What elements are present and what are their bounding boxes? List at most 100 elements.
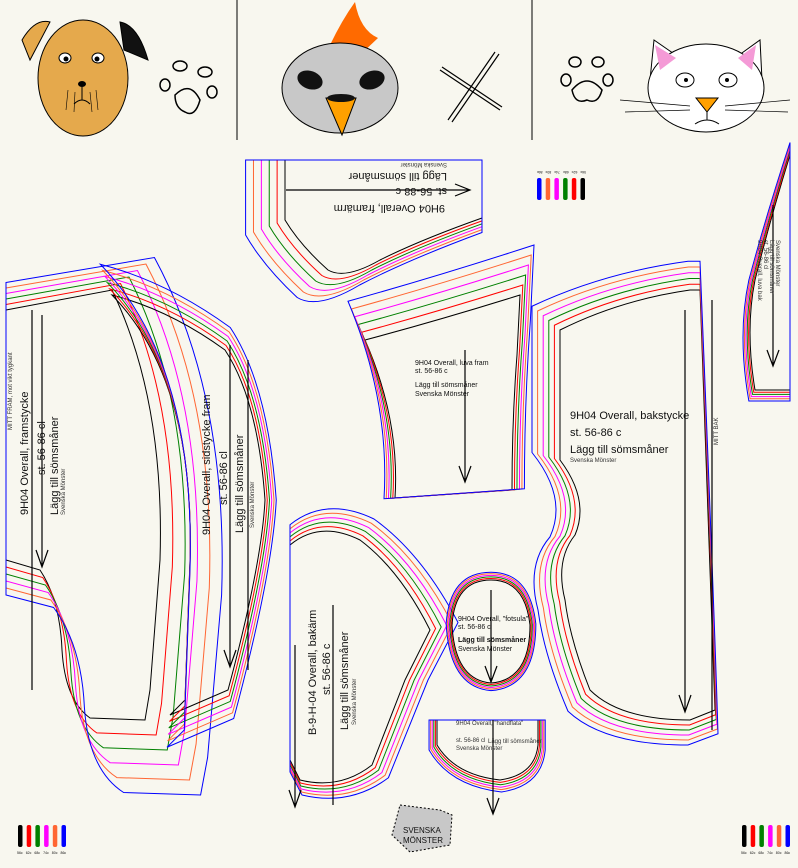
piece-brand: Svenska Mönster — [774, 240, 780, 286]
size-swatch — [554, 178, 559, 200]
size-swatch-label: 68c — [34, 851, 40, 855]
size-swatch-label: 68c — [563, 170, 569, 174]
piece-note: Lägg till sömsmåner — [234, 434, 246, 533]
piece-luva-bak — [743, 143, 790, 402]
size-line-68c — [747, 150, 790, 394]
piece-title: 9H04 Overall, framärm — [334, 202, 445, 214]
label-luva-fram: 9H04 Overall, luva fram st. 56-86 c Lägg… — [415, 360, 489, 398]
size-line-74c — [6, 271, 197, 766]
piece-brand: Svenska Mönster — [458, 646, 513, 653]
size-swatch-label: 56c — [580, 170, 586, 174]
size-swatch-label: 86c — [61, 851, 67, 855]
piece-brand: Svenska Mönster — [250, 482, 256, 528]
size-line-80c — [538, 267, 718, 740]
piece-size: st. 56-86 cl — [218, 451, 230, 505]
size-line-86c — [743, 143, 790, 402]
size-line-62c — [290, 527, 436, 786]
size-line-80c — [253, 160, 482, 296]
size-line-62c — [6, 284, 173, 735]
size-swatch — [61, 825, 66, 847]
cat-face-icon — [619, 39, 791, 133]
size-swatch — [785, 825, 790, 847]
piece-brand: Svenska Mönster — [570, 458, 616, 464]
size-line-86c — [429, 720, 545, 792]
size-line-74c — [448, 575, 533, 687]
piece-bakstycke — [532, 261, 718, 745]
fold-label: MITT BAK — [714, 417, 720, 445]
label-bakstycke: 9H04 Overall, bakstycke st. 56-86 c Lägg… — [570, 410, 720, 464]
size-line-80c — [6, 264, 210, 780]
size-line-80c — [431, 720, 544, 790]
size-swatch-label: 80c — [52, 851, 58, 855]
size-line-68c — [549, 279, 716, 730]
logo-line2: MÖNSTER — [403, 836, 443, 845]
piece-sidstycke — [100, 264, 276, 747]
size-line-86c — [6, 258, 222, 796]
size-line-68c — [358, 275, 525, 498]
paw-print-icon — [159, 60, 218, 115]
piece-size: st. 56-86 cl — [36, 421, 48, 475]
piece-note: Lägg till sömsmåner — [348, 170, 447, 182]
piece-brand: Svenska Mönster — [352, 679, 358, 725]
size-line-62c — [554, 284, 715, 725]
label-fotsula: 9H04 Overall, "fotsula" st. 56-86 c Lägg… — [458, 616, 529, 653]
label-bakarm: B-9-H-04 Overall, bakärm st. 56-86 c Läg… — [307, 610, 358, 735]
logo-line1: SVENSKA — [403, 826, 441, 835]
label-framstycke: MITT FRAM, mot vikt tygkant 9H04 Overall… — [8, 352, 67, 515]
size-swatch — [52, 825, 58, 847]
size-swatch-label: 74c — [767, 851, 773, 855]
size-line-62c — [451, 578, 531, 684]
size-line-86c — [348, 245, 534, 499]
size-line-56c — [560, 290, 715, 720]
bird-face-icon — [281, 2, 399, 137]
svenska-monster-logo: SVENSKA MÖNSTER — [391, 804, 453, 853]
size-line-74c — [432, 720, 542, 787]
size-line-62c — [277, 160, 482, 279]
piece-size: st. 56-86 cl — [762, 240, 768, 269]
size-line-56c — [365, 295, 520, 498]
piece-title: 9H04 Overall, bakstycke — [570, 410, 689, 422]
piece-size: st. 56-86 c — [570, 427, 622, 439]
piece-size: st. 56-86 cl — [456, 738, 485, 744]
size-line-56c — [285, 160, 482, 273]
size-line-56c — [437, 720, 538, 780]
size-swatch — [545, 178, 551, 200]
size-swatch-label: 62c — [26, 851, 32, 855]
size-swatch — [571, 178, 577, 200]
size-line-74c — [290, 518, 447, 792]
size-swatch — [580, 178, 585, 200]
piece-size: st. 56-86 c — [321, 643, 333, 695]
label-sidstycke: 9H04 Overall, sidstycke fram st. 56-86 c… — [201, 394, 256, 535]
piece-note: Lägg till sömsmåner — [339, 631, 351, 730]
piece-size: st. 56-86 c — [458, 624, 491, 631]
crossed-sticks-icon — [439, 51, 503, 123]
piece-brand: Svenska Mönster — [415, 391, 470, 398]
piece-title: 9H04 Overall, sidstycke fram — [201, 394, 213, 535]
size-swatch — [563, 178, 568, 200]
size-swatch-label: 86c — [785, 851, 791, 855]
piece-brand: Svenska Mönster — [401, 161, 447, 167]
piece-bakarm — [290, 509, 458, 799]
piece-note: Lägg till sömsmåner — [768, 240, 775, 294]
size-swatch — [18, 825, 23, 847]
size-line-62c — [435, 720, 539, 782]
piece-title: 9H04 Overall, "handflata" — [456, 721, 523, 727]
size-line-80c — [351, 255, 531, 499]
size-swatch-label: 56c — [17, 851, 23, 855]
label-handflata: 9H04 Overall, "handflata" st. 56-86 cl L… — [456, 721, 542, 752]
size-line-86c — [532, 261, 718, 745]
size-swatch — [768, 825, 773, 847]
size-line-74c — [105, 277, 272, 735]
size-swatch-label: 80c — [776, 851, 782, 855]
size-line-68c — [450, 577, 533, 686]
size-line-68c — [269, 160, 482, 285]
piece-title: 9H04 Overall, framstycke — [19, 392, 31, 515]
size-swatch-label: 74c — [554, 170, 560, 174]
size-swatch-label: 62c — [750, 851, 756, 855]
size-swatch — [750, 825, 756, 847]
piece-note: Lägg till sömsmåner — [49, 416, 61, 515]
size-swatch — [537, 178, 542, 200]
